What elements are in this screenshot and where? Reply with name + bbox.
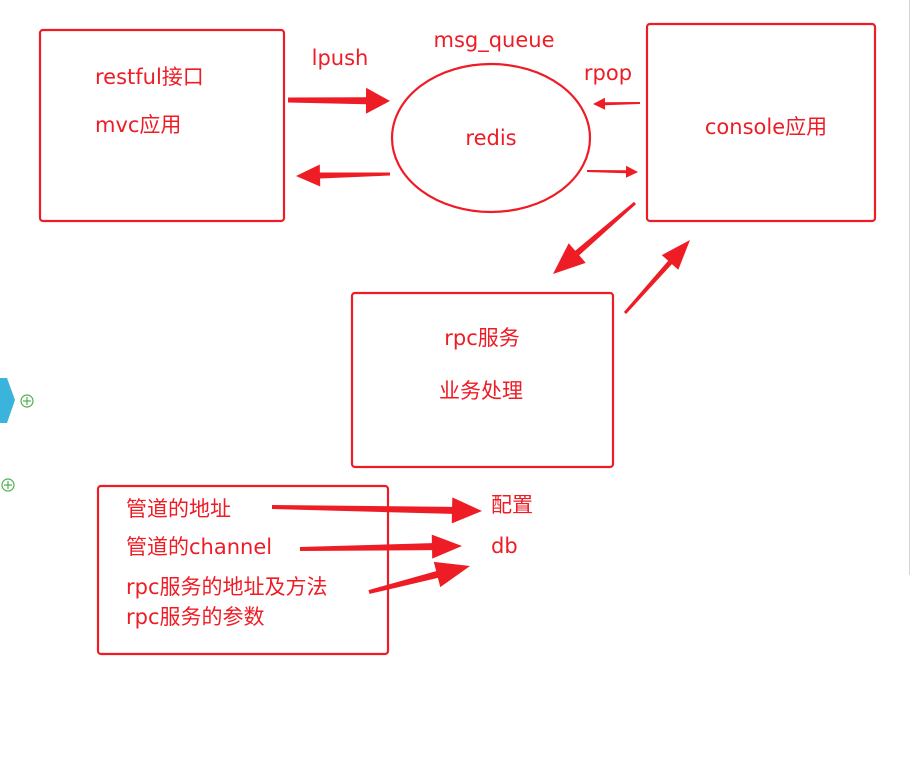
arrow-address-to-config (272, 497, 482, 524)
arrow-redis-to-mvc (296, 164, 390, 187)
page-right-border (909, 0, 910, 575)
rpc-box-line1: rpc服务 (444, 326, 520, 350)
redis-node[interactable] (390, 62, 592, 214)
console-app-box[interactable] (645, 22, 877, 223)
notes-line4: rpc服务的参数 (126, 605, 265, 629)
rpc-service-box[interactable] (350, 291, 615, 469)
redis-label: redis (465, 126, 516, 150)
arrow-rpc-to-console (623, 240, 690, 314)
lpush-label: lpush (312, 46, 369, 70)
mvc-box-line1: restful接口 (95, 65, 204, 89)
config-label: 配置 (491, 493, 533, 517)
mvc-app-box[interactable] (38, 28, 286, 223)
console-box-label: console应用 (705, 115, 827, 139)
arrow-redis-to-console (587, 165, 638, 178)
rpop-label: rpop (584, 61, 632, 85)
mvc-box-line2: mvc应用 (95, 113, 181, 137)
arrow-console-to-rpc (553, 201, 636, 274)
arrow-channel-to-db (300, 534, 462, 559)
notes-line1: 管道的地址 (126, 497, 231, 521)
hexagon-node-icon[interactable] (0, 378, 15, 423)
expand-plus-icon[interactable] (1, 478, 15, 492)
notes-line2: 管道的channel (126, 535, 272, 559)
notes-line3: rpc服务的地址及方法 (126, 575, 328, 599)
db-label: db (491, 534, 518, 558)
arrow-rpop (593, 97, 640, 110)
rpc-box-line2: 业务处理 (439, 379, 523, 403)
arrow-lpush (288, 87, 390, 114)
notes-box[interactable] (96, 484, 390, 656)
arrow-rpc-address-to-db (368, 561, 470, 594)
msg-queue-label: msg_queue (433, 28, 554, 53)
expand-plus-icon[interactable] (20, 394, 34, 408)
